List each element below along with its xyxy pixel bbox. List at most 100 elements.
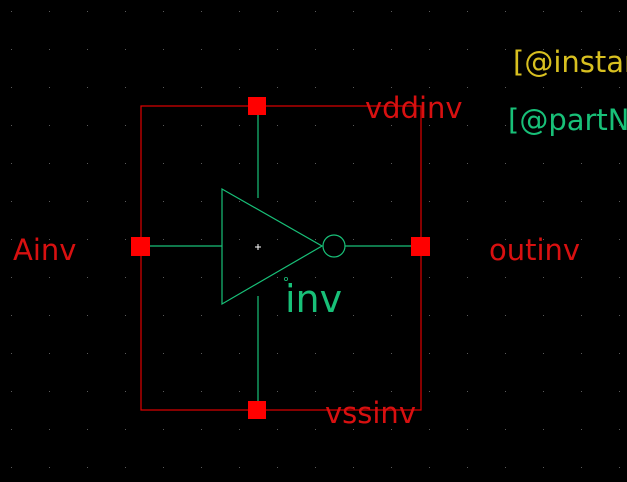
grid-dot — [315, 429, 316, 430]
grid-dot — [353, 277, 354, 278]
grid-dot — [543, 49, 544, 50]
symbol-boundary[interactable] — [140, 105, 422, 411]
pin-vssinv[interactable] — [248, 401, 266, 419]
grid-dot — [391, 11, 392, 12]
grid-dot — [391, 125, 392, 126]
grid-dot — [239, 239, 240, 240]
grid-dot — [315, 353, 316, 354]
grid-dot — [391, 163, 392, 164]
grid-dot — [429, 11, 430, 12]
grid-dot — [353, 467, 354, 468]
grid-dot — [87, 11, 88, 12]
pin-ainv[interactable] — [131, 237, 150, 256]
grid-dot — [201, 353, 202, 354]
grid-dot — [163, 49, 164, 50]
pin-label-outinv: outinv — [489, 233, 580, 267]
grid-dot — [125, 277, 126, 278]
cell-name-label: inv — [285, 277, 342, 321]
grid-dot — [543, 353, 544, 354]
grid-dot — [353, 353, 354, 354]
grid-dot — [353, 315, 354, 316]
grid-dot — [87, 429, 88, 430]
grid-dot — [201, 125, 202, 126]
grid-dot — [87, 87, 88, 88]
grid-dot — [353, 201, 354, 202]
grid-dot — [467, 49, 468, 50]
grid-dot — [505, 201, 506, 202]
grid-dot — [239, 11, 240, 12]
grid-dot — [619, 163, 620, 164]
part-name-label[interactable]: [@partName] — [508, 103, 627, 137]
grid-dot — [239, 391, 240, 392]
grid-dot — [125, 315, 126, 316]
grid-dot — [391, 49, 392, 50]
grid-dot — [581, 315, 582, 316]
grid-dot — [125, 163, 126, 164]
grid-dot — [87, 49, 88, 50]
grid-dot — [163, 353, 164, 354]
grid-dot — [505, 353, 506, 354]
grid-dot — [505, 277, 506, 278]
grid-dot — [315, 315, 316, 316]
pin-vddinv[interactable] — [248, 97, 266, 115]
grid-dot — [201, 11, 202, 12]
grid-dot — [11, 201, 12, 202]
grid-dot — [49, 239, 50, 240]
grid-dot — [49, 429, 50, 430]
grid-dot — [619, 315, 620, 316]
grid-dot — [619, 429, 620, 430]
grid-dot — [277, 467, 278, 468]
grid-dot — [505, 125, 506, 126]
grid-dot — [543, 277, 544, 278]
grid-dot — [163, 315, 164, 316]
grid-dot — [353, 49, 354, 50]
grid-dot — [201, 163, 202, 164]
grid-dot — [581, 239, 582, 240]
grid-dot — [505, 11, 506, 12]
grid-dot — [277, 201, 278, 202]
grid-dot — [277, 353, 278, 354]
instance-name-label[interactable]: [@instanceName] — [513, 45, 627, 79]
label-anchor-mark — [283, 276, 288, 281]
grid-dot — [467, 353, 468, 354]
pin-outinv[interactable] — [411, 237, 430, 256]
grid-dot — [505, 315, 506, 316]
grid-dot — [353, 87, 354, 88]
grid-dot — [11, 429, 12, 430]
grid-dot — [125, 429, 126, 430]
grid-dot — [87, 467, 88, 468]
grid-dot — [467, 277, 468, 278]
grid-dot — [201, 429, 202, 430]
grid-dot — [201, 315, 202, 316]
grid-dot — [49, 163, 50, 164]
grid-dot — [581, 467, 582, 468]
grid-dot — [581, 11, 582, 12]
grid-dot — [125, 467, 126, 468]
grid-dot — [391, 353, 392, 354]
grid-dot — [315, 163, 316, 164]
grid-dot — [277, 277, 278, 278]
grid-dot — [543, 429, 544, 430]
grid-dot — [619, 87, 620, 88]
inverter-body[interactable]: inv — [141, 106, 421, 410]
grid-dot — [49, 391, 50, 392]
grid-dots — [11, 11, 620, 468]
grid-dot — [391, 467, 392, 468]
grid-dot — [277, 391, 278, 392]
grid-dot — [277, 239, 278, 240]
grid-dot — [429, 467, 430, 468]
grid-dot — [163, 201, 164, 202]
grid-dot — [619, 391, 620, 392]
grid-dot — [125, 87, 126, 88]
grid-dot — [11, 353, 12, 354]
grid-dot — [277, 87, 278, 88]
grid-dot — [467, 315, 468, 316]
grid-dot — [49, 277, 50, 278]
grid-dot — [49, 315, 50, 316]
grid-dot — [391, 315, 392, 316]
grid-dot — [619, 467, 620, 468]
grid-dot — [581, 163, 582, 164]
grid-dot — [619, 49, 620, 50]
